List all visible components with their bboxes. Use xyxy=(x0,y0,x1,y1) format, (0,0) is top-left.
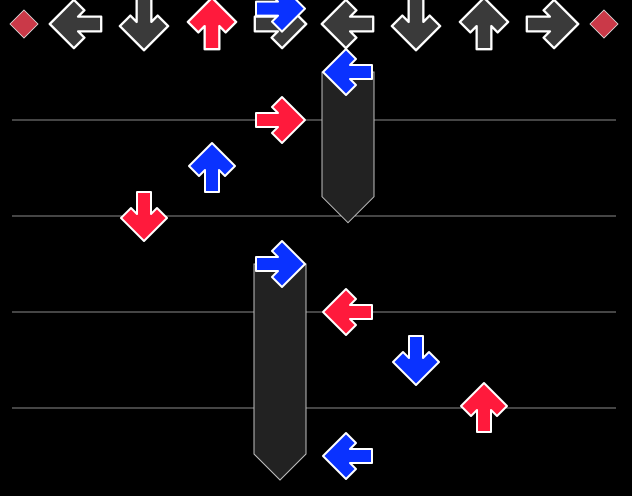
receptor-left-icon xyxy=(320,0,375,50)
receptor-up-icon xyxy=(186,0,238,51)
note-right-arrow-icon xyxy=(255,0,306,33)
note-down-arrow-icon xyxy=(392,335,440,386)
beat-lines xyxy=(12,119,616,409)
receptor-left-icon xyxy=(48,0,103,50)
receptor-down-icon xyxy=(390,0,442,52)
note-up-arrow-icon xyxy=(460,382,508,433)
hold-note-body xyxy=(321,71,375,224)
note-down-arrow-icon xyxy=(120,191,168,242)
note-left-arrow-icon xyxy=(322,48,373,96)
note-left-arrow-icon xyxy=(322,288,373,336)
receptor-right-icon xyxy=(525,0,580,50)
hold-notes xyxy=(253,71,375,481)
note-up-arrow-icon xyxy=(188,142,236,193)
hold-note-body xyxy=(253,263,307,481)
right-side-marker-icon xyxy=(589,9,619,39)
receptor-row xyxy=(9,0,619,52)
note-left-arrow-icon xyxy=(322,432,373,480)
note-right-arrow-icon xyxy=(255,240,306,288)
note-right-arrow-icon xyxy=(255,96,306,144)
notes xyxy=(120,0,508,480)
receptor-up-icon xyxy=(458,0,510,51)
receptor-down-icon xyxy=(118,0,170,52)
left-side-marker-icon xyxy=(9,9,39,39)
